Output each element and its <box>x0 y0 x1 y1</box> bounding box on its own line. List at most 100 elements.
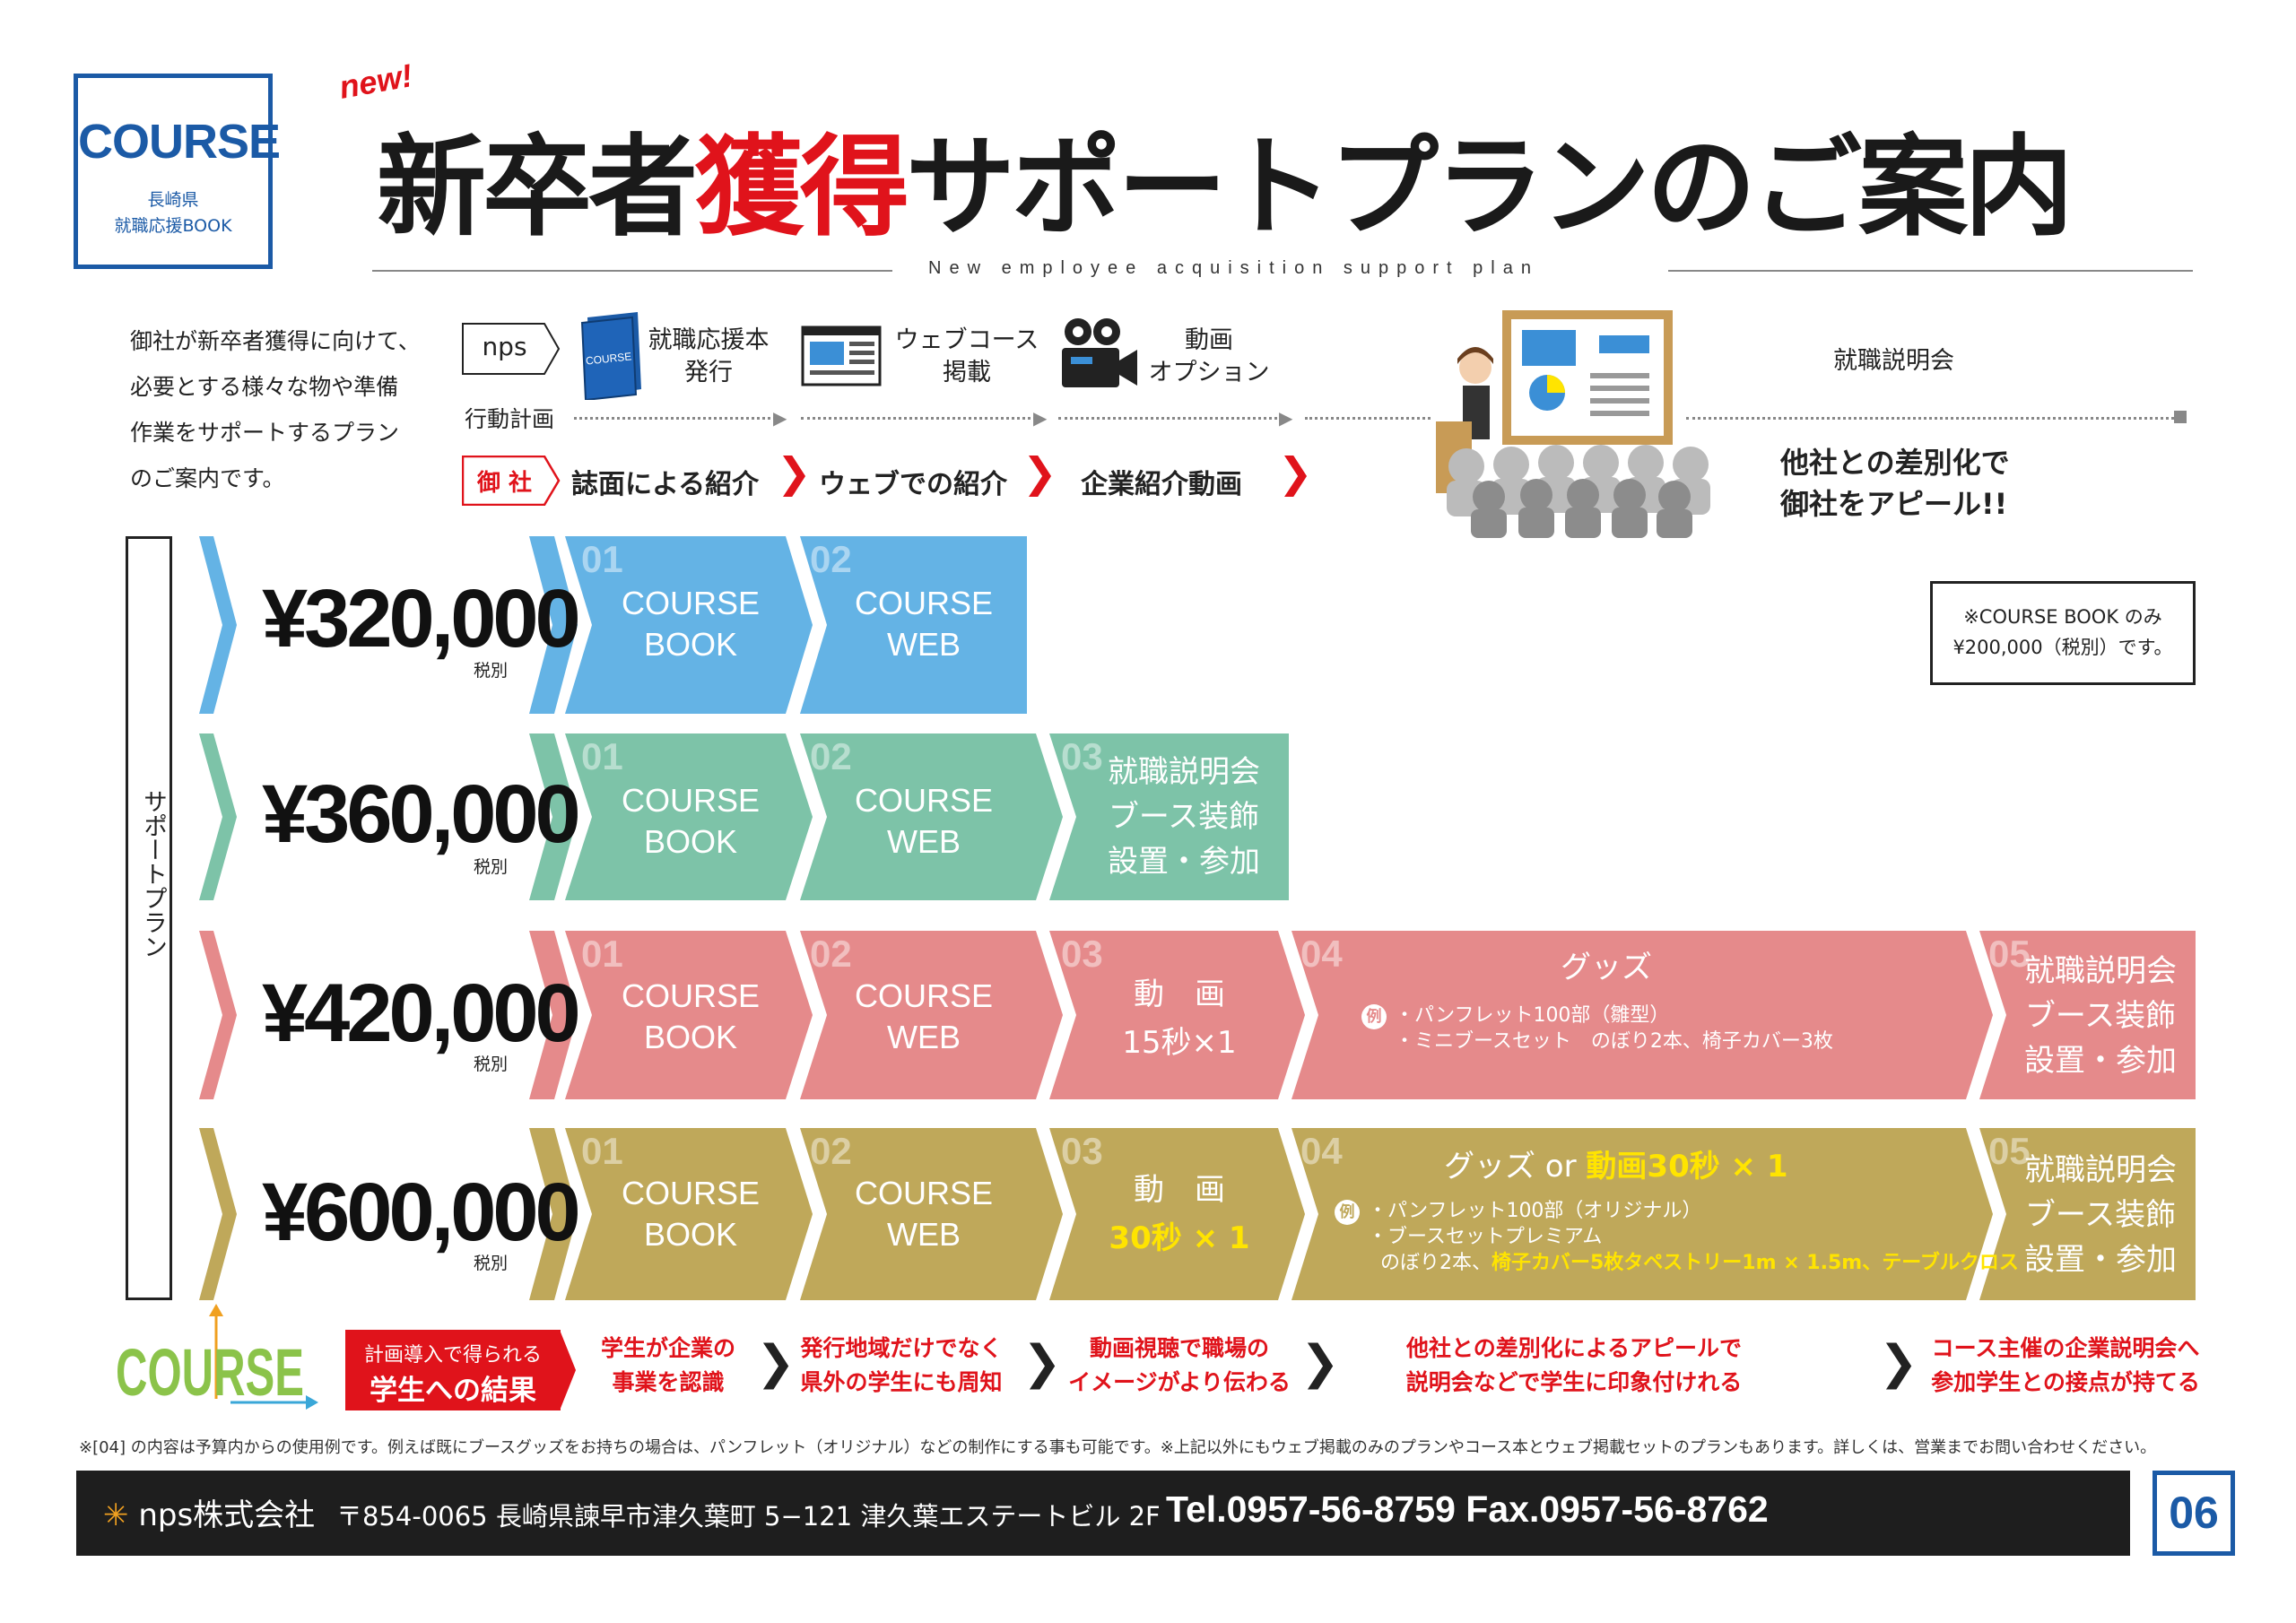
chevron-right-icon: ❯ <box>756 1336 796 1390</box>
nps-tag-shape <box>462 323 561 375</box>
intro-text: 御社が新卒者獲得に向けて、 必要とする様々な物や準備 作業をサポートするプラン … <box>130 328 421 491</box>
logo-subtitle: 長崎県 就職応援BOOK <box>114 190 232 236</box>
company-name: ✳ nps株式会社 <box>103 1497 316 1533</box>
footer-bar: ✳ nps株式会社 〒854-0065 長崎県諫早市津久葉町 5−121 津久葉… <box>76 1471 2130 1556</box>
plan-2-step-2 <box>800 733 1063 900</box>
plan-3-step-2 <box>800 931 1063 1099</box>
plan-4-step-1-num: 01 <box>581 1130 623 1172</box>
company-tag: 御 社 <box>476 470 533 497</box>
dotted-arrow <box>801 417 1036 420</box>
nps-sun-icon: ✳ <box>103 1497 129 1533</box>
plan-3-step-3-num: 03 <box>1061 933 1103 975</box>
plan-2-step-3-text: 就職説明会ブース装飾設置・参加 <box>1108 754 1260 880</box>
plan-3-step-4-num: 04 <box>1300 933 1343 975</box>
plan-1-lead-chevron-2 <box>529 536 578 714</box>
plan-2-lead-chevron <box>199 733 237 900</box>
plan-1-step-2-num: 02 <box>810 538 852 580</box>
plan-2-step-1-num: 01 <box>581 735 623 777</box>
plan-2-tax: 税別 <box>474 857 509 877</box>
action-plan-label: 行動計画 <box>465 406 555 432</box>
result-item-1: 学生が企業の事業を認識 <box>600 1335 735 1395</box>
plan-2-step-2-num: 02 <box>810 735 852 777</box>
plan-2-price: ¥360,000 <box>262 768 581 860</box>
presentation-illustration <box>1436 310 1710 538</box>
results-tag-point <box>560 1330 576 1410</box>
support-plan-side-box <box>126 536 172 1300</box>
plan-1-step-1 <box>565 536 813 714</box>
plan-1-lead-chevron <box>199 536 237 714</box>
plan-4-step-3 <box>1049 1128 1305 1300</box>
course-colorful-logo: COURSE <box>116 1304 318 1410</box>
plan-4-step-4-details: ・パンフレット100部（オリジナル） ・ブースセットプレミアム のぼり2本、椅子… <box>1368 1200 2019 1274</box>
plan-1-tax: 税別 <box>474 661 509 681</box>
plan-4-lead-chevron <box>199 1128 237 1300</box>
plan-2-lead-chevron-2 <box>529 733 578 900</box>
plan-3-step-5-text: 就職説明会ブース装飾設置・参加 <box>2024 953 2177 1079</box>
company-address: 〒854-0065 長崎県諫早市津久葉町 5−121 津久葉エステートビル 2F <box>336 1501 1161 1532</box>
event-label: 就職説明会 <box>1833 347 1954 375</box>
plan-1-step-2 <box>800 536 1027 714</box>
plan-4-step-1 <box>565 1128 813 1300</box>
plan-2-step-3-num: 03 <box>1061 735 1103 777</box>
plan-3-step-2-num: 02 <box>810 933 852 975</box>
plan-4-step-4-title: グッズ or 動画30秒 × 1 <box>1444 1149 1788 1185</box>
plan-4-step-3-num: 03 <box>1061 1130 1103 1172</box>
subtitle: New employee acquisition support plan <box>928 258 1539 278</box>
red-chevron-icon: ❯ <box>1022 448 1057 497</box>
result-item-4: 他社との差別化によるアピールで説明会などで学生に印象付けれる <box>1405 1335 1743 1395</box>
plan-3-step-5-num: 05 <box>1988 933 2031 975</box>
book-icon: COURSE <box>580 312 641 400</box>
plan-4-step-5-num: 05 <box>1988 1130 2031 1172</box>
plan-3-lead-chevron-2 <box>529 931 578 1099</box>
example-badge: 例 <box>1361 1004 1387 1029</box>
plan-3-step-1-num: 01 <box>581 933 623 975</box>
company-step-magazine: 誌面による紹介 <box>571 469 760 500</box>
dotted-arrow <box>1058 417 1283 420</box>
web-icon <box>801 325 882 386</box>
plan-4-step-4-num: 04 <box>1300 1130 1343 1172</box>
process-item-video: 動画オプション <box>1148 326 1270 386</box>
plan-4-step-5-text: 就職説明会ブース装飾設置・参加 <box>2024 1152 2177 1278</box>
plan-3-price: ¥420,000 <box>262 968 581 1059</box>
plan-3-tax: 税別 <box>474 1055 509 1074</box>
company-contact: Tel.0957-56-8759 Fax.0957-56-8762 <box>1166 1488 1769 1530</box>
example-badge: 例 <box>1335 1200 1360 1225</box>
plan-4-step-2-num: 02 <box>810 1130 852 1172</box>
process-item-book: 就職応援本発行 <box>648 326 770 386</box>
course-logo-box: COURSE 長崎県 就職応援BOOK <box>74 74 281 269</box>
plan-3-lead-chevron <box>199 931 237 1099</box>
plan-2-step-1 <box>565 733 813 900</box>
chevron-right-icon: ❯ <box>1022 1336 1062 1390</box>
plan-1-step-1-num: 01 <box>581 538 623 580</box>
page-title: 新卒者獲得サポートプランのご案内 <box>377 124 2074 251</box>
red-chevron-icon: ❯ <box>1278 448 1313 497</box>
plan-2-step-3 <box>1049 733 1289 900</box>
plan-3-step-3 <box>1049 931 1305 1099</box>
plan-4-price: ¥600,000 <box>262 1167 581 1258</box>
plan-3-step-4-details: ・パンフレット100部（雛型）・ミニブースセット のぼり2本、椅子カバー3枚 <box>1395 1004 1833 1053</box>
plan-4-step-4 <box>1292 1128 1993 1300</box>
course-book-only-note: ※COURSE BOOK のみ ¥200,000（税別）です。 <box>1930 581 2196 685</box>
results-tag: 計画導入で得られる 学生への結果 <box>345 1330 561 1410</box>
dotted-arrow <box>574 417 776 420</box>
plan-3-step-1 <box>565 931 813 1099</box>
timeline-end-marker <box>2174 411 2187 423</box>
video-camera-icon <box>1062 318 1137 387</box>
plan-1-price: ¥320,000 <box>262 573 581 664</box>
process-item-web: ウェブコース掲載 <box>894 326 1039 386</box>
company-step-web: ウェブでの紹介 <box>819 469 1007 500</box>
svg-text:COURSE: COURSE <box>585 350 632 367</box>
plan-3-step-5 <box>1979 931 2196 1099</box>
company-step-video: 企業紹介動画 <box>1081 469 1242 500</box>
red-chevron-icon: ❯ <box>777 448 812 497</box>
nps-tag: nps <box>482 332 527 361</box>
logo-title: COURSE <box>78 115 281 169</box>
result-item-2: 発行地域だけでなく県外の学生にも周知 <box>800 1335 1003 1395</box>
chevron-right-icon: ❯ <box>1300 1336 1340 1390</box>
plan-3-step-4 <box>1292 931 1993 1099</box>
